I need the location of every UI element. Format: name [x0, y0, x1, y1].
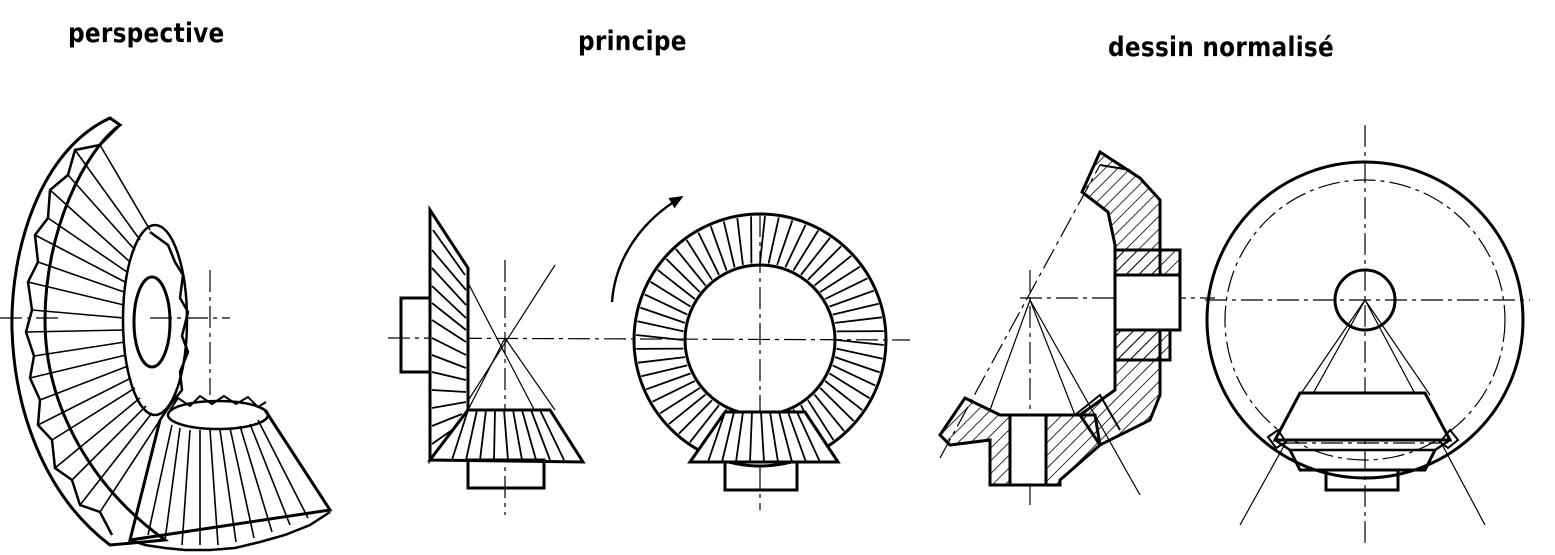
- ring-gear-tooth: [836, 339, 884, 346]
- ring-gear-tooth: [824, 277, 868, 300]
- ring-gear-tooth: [659, 387, 701, 415]
- ring-gear-tooth: [685, 239, 713, 281]
- dessin-front-pinion-tip-left: [1266, 428, 1288, 450]
- dessin-cone-line: [1299, 299, 1366, 396]
- ring-gear-tooth: [665, 258, 701, 293]
- ring-gear-tooth: [832, 302, 879, 316]
- principe-gear-side-shaft: [399, 296, 432, 374]
- ring-gear-tooth: [637, 356, 686, 364]
- ring-gear-tooth: [678, 399, 713, 435]
- ring-gear-tooth: [784, 224, 807, 268]
- principe-gear-side-teeth: [431, 229, 467, 445]
- pinion-gear-body: [127, 409, 333, 542]
- dessin-gear-hub-top: [1113, 248, 1182, 277]
- cone-line: [467, 337, 506, 411]
- ring-gear-tooth: [641, 364, 688, 378]
- ring-gear-tooth: [824, 380, 863, 411]
- ring-gear-tooth: [645, 372, 691, 391]
- dessin-gear-hub-bottom: [1113, 328, 1172, 362]
- ring-gear-tooth: [736, 217, 744, 266]
- ring-gear-tooth: [819, 387, 855, 422]
- ring-gear-tooth: [792, 230, 819, 272]
- ring-gear-tooth: [722, 221, 736, 268]
- dessin-cone-line: [1364, 299, 1431, 396]
- ring-gear-tooth: [813, 255, 852, 287]
- pinion-gear-top-teeth: [169, 394, 267, 411]
- pinion-gear-base-teeth: [129, 510, 331, 552]
- ring-gear-tooth: [800, 237, 831, 276]
- ring-gear-tooth: [807, 399, 835, 441]
- rotation-arrow: [610, 195, 684, 303]
- dessin-cone-line: [1029, 299, 1076, 416]
- dessin-pinion-tooth: [1074, 393, 1121, 431]
- dessin-front-pinion-shaft: [1324, 468, 1400, 492]
- dessin-front-pinion: [1272, 391, 1453, 442]
- ring-gear-tooth: [776, 220, 794, 266]
- ring-gear-tooth: [689, 404, 720, 443]
- ring-gear-tooth: [767, 217, 780, 264]
- ring-gear-tooth: [650, 281, 692, 308]
- title-dessin-normalise: dessin normalisé: [1108, 32, 1335, 63]
- ring-gear-tooth: [819, 265, 861, 293]
- pinion-gear-teeth: [147, 419, 309, 546]
- ring-gear-tooth: [836, 347, 883, 360]
- ring-gear-tooth: [644, 293, 688, 316]
- ring-gear-tooth: [807, 245, 842, 281]
- ring-gear-tooth: [709, 225, 728, 271]
- ring-gear-tooth: [828, 372, 870, 399]
- ring-gear-teeth: [636, 216, 884, 455]
- ring-gear-tooth: [636, 334, 684, 341]
- ring-gear-outer: [632, 212, 888, 468]
- dessin-normalise-view: [938, 125, 1530, 545]
- principe-pinion-shaft: [466, 458, 546, 490]
- ring-gear-tooth: [832, 364, 876, 387]
- ring-gear-tooth: [657, 269, 696, 300]
- title-perspective: perspective: [68, 18, 225, 49]
- ring-gear-tooth: [813, 393, 845, 432]
- ring-gear-tooth: [759, 216, 766, 264]
- dessin-gear-tooth-edge: [1099, 164, 1131, 171]
- ring-pinion-teeth: [707, 411, 821, 463]
- title-principe: principe: [578, 26, 687, 57]
- ring-gear-tooth: [834, 316, 883, 324]
- dessin-pinion-bore: [1008, 413, 1048, 487]
- dessin-cone-line: [989, 299, 1031, 411]
- ring-gear-tooth: [640, 306, 686, 324]
- ring-gear-tooth: [675, 248, 707, 287]
- dessin-cone-line: [1029, 299, 1141, 496]
- dessin-front-pinion-tip-right: [1438, 428, 1460, 450]
- ring-gear-tooth: [637, 320, 684, 333]
- crown-gear-bore: [132, 275, 172, 369]
- ring-pinion-shaft: [723, 460, 799, 492]
- cone-line: [504, 337, 556, 411]
- ring-gear-tooth: [829, 289, 875, 308]
- principe-pinion-teeth: [451, 409, 565, 461]
- principe-horizontal-axis: [387, 337, 911, 341]
- ring-gear-tooth: [834, 356, 880, 374]
- principe-view: [387, 195, 911, 515]
- ring-gear-tooth: [697, 232, 720, 276]
- dessin-gear-bore: [1113, 273, 1182, 332]
- pinion-gear-top: [166, 399, 270, 431]
- crown-gear-teeth: [25, 144, 161, 513]
- perspective-view: [0, 116, 333, 552]
- ring-gear-tooth: [652, 380, 696, 403]
- ring-gear-tooth: [668, 393, 707, 425]
- crown-gear-rim-teeth: [149, 230, 190, 421]
